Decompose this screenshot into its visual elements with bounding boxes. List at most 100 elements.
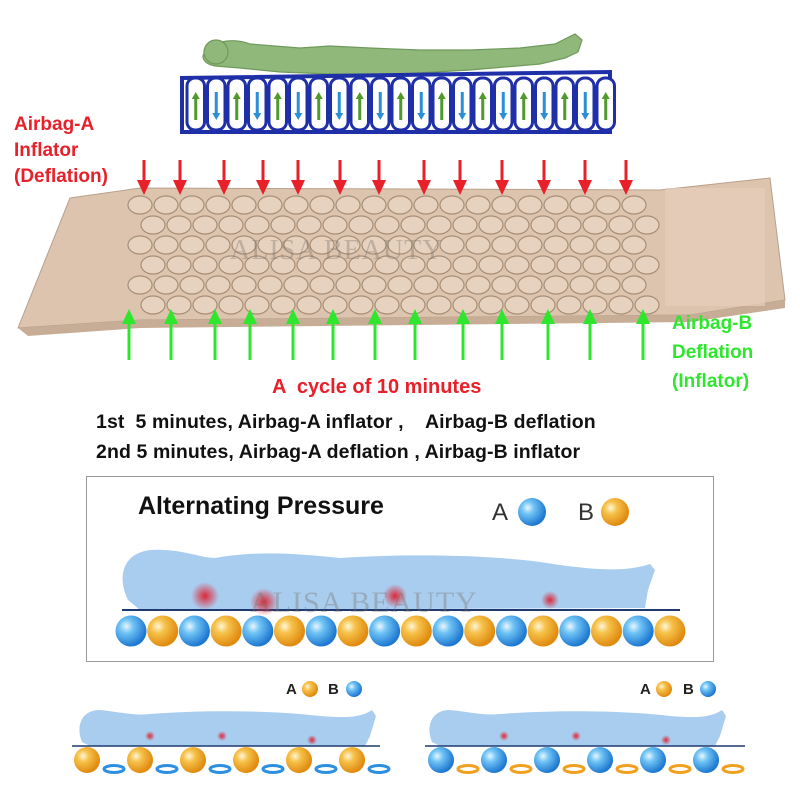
deflated-ball — [615, 764, 639, 774]
down-arrow-icon — [217, 180, 231, 195]
air-bump — [595, 275, 621, 295]
up-arrow-icon — [232, 92, 241, 120]
air-bump — [296, 295, 322, 315]
airbag-a-line1: Airbag-A — [14, 114, 95, 135]
down-arrow-icon — [458, 92, 467, 120]
air-bump — [634, 215, 660, 235]
air-bump — [140, 295, 166, 315]
down-arrow-icon — [291, 180, 305, 195]
air-bump — [465, 195, 491, 215]
airbag-b-ball — [147, 615, 179, 647]
airbag-a-ball — [369, 615, 401, 647]
watermark-top: ALISA BEAUTY — [230, 235, 444, 266]
air-bump — [231, 195, 257, 215]
air-bump — [530, 215, 556, 235]
air-bump — [491, 235, 517, 255]
air-bump — [335, 235, 361, 255]
small-left-diagram — [72, 681, 391, 774]
airbag-a-ball — [178, 615, 210, 647]
air-bump — [296, 215, 322, 235]
airbag-b-ball — [274, 615, 305, 647]
airbag-b-ball — [464, 615, 496, 647]
air-bump — [504, 215, 530, 235]
air-bump — [374, 295, 400, 315]
up-arrow-icon — [314, 92, 323, 120]
pressure-point — [571, 731, 581, 741]
airbag-b-ball — [337, 615, 369, 647]
air-bump — [257, 275, 283, 295]
air-bump — [387, 275, 413, 295]
inflated-ball — [127, 747, 153, 773]
legend-a-letter: A — [492, 499, 509, 526]
air-bump — [244, 295, 270, 315]
air-bump — [387, 235, 413, 255]
down-arrow-icon — [253, 92, 262, 120]
air-bump — [543, 195, 569, 215]
deflated-ball — [261, 764, 285, 774]
air-bump — [231, 235, 257, 255]
down-arrow-icon — [212, 92, 221, 120]
air-bump — [361, 195, 387, 215]
air-bump — [621, 275, 647, 295]
small-left-legend-b: B — [328, 681, 339, 698]
air-bump — [322, 215, 348, 235]
down-arrow-icon — [372, 180, 386, 195]
airbag-b-ball — [210, 615, 242, 647]
airbag-b-line3: (Inflator) — [672, 371, 750, 392]
deflated-ball — [314, 764, 338, 774]
air-bump — [621, 195, 647, 215]
description-line-2: 2nd 5 minutes, Airbag-A deflation , Airb… — [96, 441, 581, 463]
inflated-ball — [428, 747, 454, 773]
pressure-point — [661, 735, 671, 745]
air-bump — [387, 195, 413, 215]
air-bump — [283, 235, 309, 255]
small-right-legend-a: A — [640, 681, 651, 698]
small-right-legend-b: B — [683, 681, 694, 698]
air-bump — [218, 215, 244, 235]
air-bump — [205, 235, 231, 255]
pressure-point — [499, 731, 509, 741]
down-arrow-icon — [173, 180, 187, 195]
air-bump — [166, 255, 192, 275]
down-arrow-icon — [294, 92, 303, 120]
air-bump — [244, 215, 270, 235]
inflated-ball — [587, 747, 613, 773]
down-arrow-icon — [581, 92, 590, 120]
air-bump — [504, 295, 530, 315]
air-bump — [634, 255, 660, 275]
down-arrow-icon — [619, 180, 633, 195]
inflated-ball — [339, 747, 365, 773]
inflated-ball — [534, 747, 560, 773]
airbag-b-ball — [591, 615, 622, 647]
airbag-a-line2: Inflator — [14, 140, 79, 161]
description-line-1: 1st 5 minutes, Airbag-A inflator , Airba… — [96, 411, 596, 433]
up-arrow-icon — [456, 309, 470, 324]
inflated-ball — [286, 747, 312, 773]
air-bump — [400, 255, 426, 275]
air-bump — [322, 255, 348, 275]
air-bump — [634, 295, 660, 315]
air-bump — [270, 295, 296, 315]
air-bump — [192, 255, 218, 275]
up-arrow-icon — [601, 92, 610, 120]
air-bump — [309, 195, 335, 215]
air-bump — [192, 295, 218, 315]
top-cells-diagram — [180, 33, 616, 134]
up-arrow-icon — [164, 309, 178, 324]
up-arrow-icon — [636, 309, 650, 324]
airbag-a-ball — [622, 615, 654, 647]
up-arrow-icon — [191, 92, 200, 120]
airbag-b-ball — [654, 615, 686, 647]
air-bump — [569, 195, 595, 215]
main-legend-swatches — [518, 498, 629, 526]
legend-a-swatch — [518, 498, 546, 526]
pressure-point — [307, 735, 317, 745]
up-arrow-icon — [478, 92, 487, 120]
air-bump — [374, 255, 400, 275]
air-bump — [361, 275, 387, 295]
down-arrow-icon — [417, 92, 426, 120]
up-arrow-icon — [122, 309, 136, 324]
air-bump — [543, 235, 569, 255]
air-bump — [452, 255, 478, 275]
air-bump — [426, 215, 452, 235]
